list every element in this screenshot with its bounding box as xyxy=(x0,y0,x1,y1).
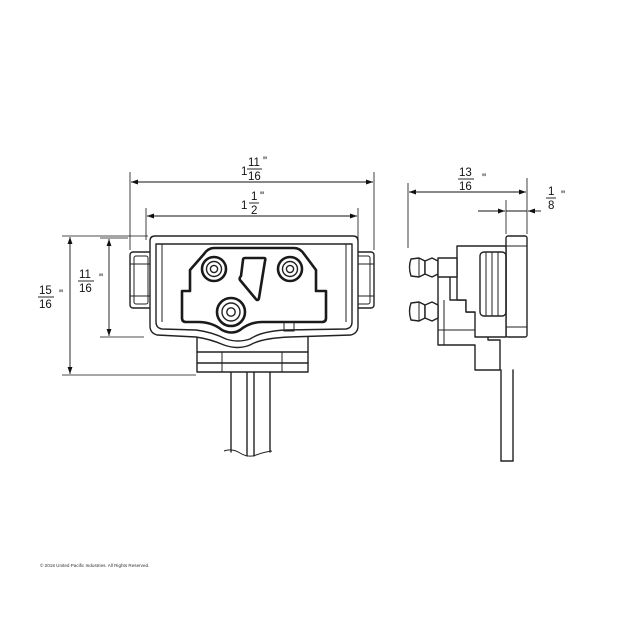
svg-text:11: 11 xyxy=(248,157,260,169)
key-blade xyxy=(238,256,267,302)
svg-text:": " xyxy=(482,173,486,185)
side-dimensions: 13 16 " 1 8 " xyxy=(407,167,565,248)
svg-text:": " xyxy=(561,190,565,202)
svg-text:16: 16 xyxy=(459,181,472,193)
front-dimensions: 1 11 16 " 1 1 2 " 15 16 " 11 16 " xyxy=(38,156,375,376)
svg-text:16: 16 xyxy=(79,283,92,295)
svg-text:16: 16 xyxy=(248,171,261,183)
svg-text:1: 1 xyxy=(241,166,247,178)
svg-text:13: 13 xyxy=(459,167,472,179)
barb-pin-upper xyxy=(408,257,458,278)
svg-text:": " xyxy=(260,191,264,203)
svg-text:11: 11 xyxy=(79,269,91,281)
dim-inner-height: 11 16 " xyxy=(78,269,103,295)
svg-text:15: 15 xyxy=(39,285,52,297)
pin-socket-bottom xyxy=(215,296,247,328)
front-view xyxy=(129,235,375,457)
svg-text:1: 1 xyxy=(548,186,554,198)
dim-flange-thickness: 1 8 " xyxy=(546,186,565,212)
svg-text:1: 1 xyxy=(251,191,257,203)
dim-overall-width: 1 11 16 " xyxy=(241,156,267,183)
side-view xyxy=(408,235,528,462)
svg-text:": " xyxy=(263,156,267,168)
dim-overall-height: 15 16 " xyxy=(38,285,63,311)
svg-text:8: 8 xyxy=(548,200,554,212)
svg-text:": " xyxy=(99,273,103,285)
dim-inner-width: 1 1 2 " xyxy=(241,191,264,217)
side-cable xyxy=(500,369,514,462)
left-mount-tab xyxy=(129,251,153,309)
dim-side-depth: 13 16 " xyxy=(458,167,486,193)
svg-text:2: 2 xyxy=(251,205,257,217)
side-housing xyxy=(456,245,507,338)
side-flange xyxy=(505,235,528,338)
copyright-notice: © 2018 United Pacific Industries. All Ri… xyxy=(40,563,150,568)
pin-socket-left xyxy=(200,255,228,283)
svg-text:16: 16 xyxy=(39,299,52,311)
pin-socket-right xyxy=(276,255,304,283)
cable-bundle xyxy=(223,369,273,457)
svg-text:": " xyxy=(59,289,63,301)
barb-pin-lower xyxy=(408,301,439,322)
connector-face xyxy=(180,246,328,334)
svg-text:1: 1 xyxy=(241,200,247,212)
